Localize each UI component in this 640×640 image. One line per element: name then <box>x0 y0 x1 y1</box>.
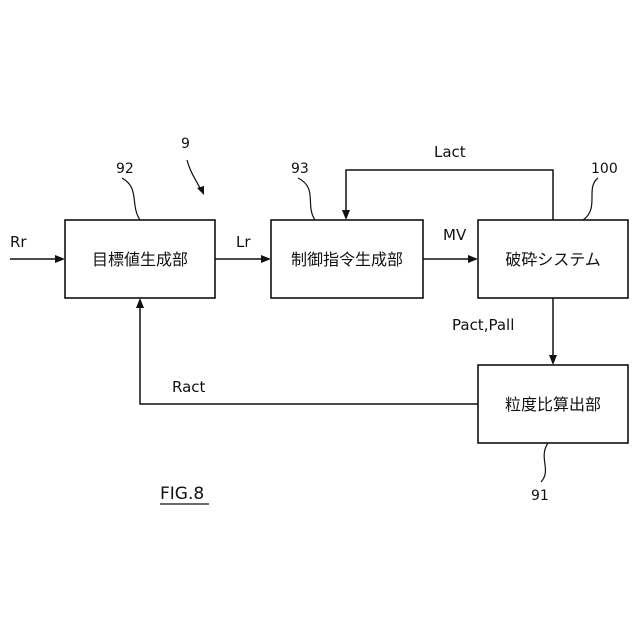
ract-arrowhead <box>136 298 144 308</box>
system-ref-leader <box>187 160 201 190</box>
lact-feedback-line <box>346 170 553 220</box>
ref-91-label: 91 <box>531 488 549 504</box>
granularity-ratio-block-label: 粒度比算出部 <box>505 395 601 414</box>
lr-arrowhead <box>261 255 271 263</box>
system-ref-arrowhead <box>197 186 204 195</box>
ract-signal-label: Ract <box>172 378 206 396</box>
ref-93-leader <box>298 178 315 220</box>
ref-91-leader <box>541 443 548 482</box>
input-signal-label: Rr <box>10 233 27 251</box>
pact-pall-signal-label: Pact,Pall <box>452 316 514 334</box>
ref-100-label: 100 <box>591 161 618 177</box>
mv-signal-label: MV <box>443 226 467 244</box>
pact-pall-arrowhead <box>549 355 557 365</box>
crushing-system-block-label: 破砕システム <box>505 250 601 269</box>
mv-arrowhead <box>468 255 478 263</box>
system-ref-label: 9 <box>181 136 190 152</box>
lact-arrowhead <box>342 210 350 220</box>
target-value-block-label: 目標値生成部 <box>92 250 188 269</box>
ref-93-label: 93 <box>291 161 309 177</box>
lr-signal-label: Lr <box>236 233 251 251</box>
ref-92-label: 92 <box>116 161 134 177</box>
ref-100-leader <box>583 178 598 220</box>
lact-signal-label: Lact <box>434 143 466 161</box>
control-command-block-label: 制御指令生成部 <box>291 250 403 269</box>
ref-92-leader <box>122 178 140 220</box>
figure-label: FIG.8 <box>160 484 204 504</box>
input-arrowhead <box>55 255 65 263</box>
